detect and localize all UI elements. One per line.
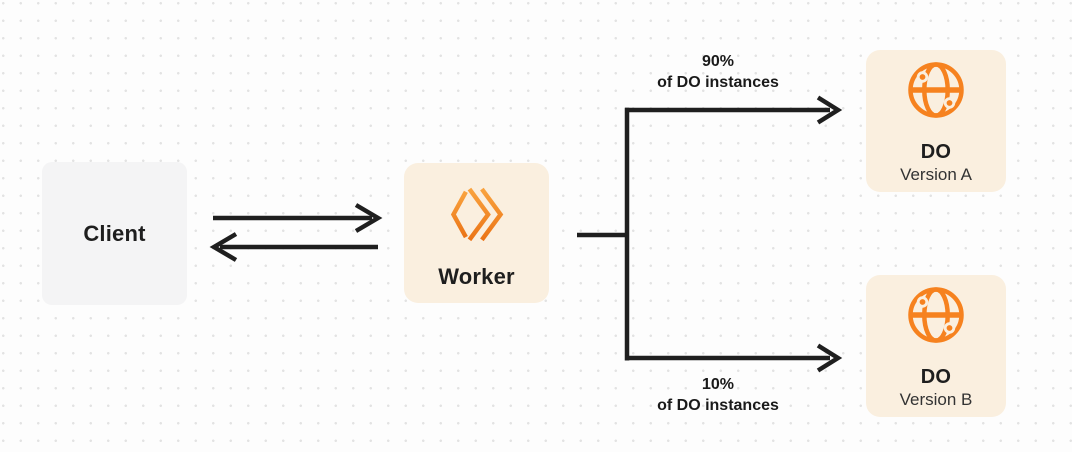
- do-version-b-node: DO Version B: [866, 275, 1006, 417]
- bottom-branch-label: 10% of DO instances: [618, 374, 818, 416]
- do-b-subtitle: Version B: [899, 390, 973, 409]
- bottom-branch-caption: of DO instances: [657, 397, 779, 414]
- do-a-title: DO: [920, 141, 952, 163]
- client-node: Client: [42, 162, 187, 305]
- bottom-branch-percent: 10%: [701, 376, 735, 393]
- top-branch-label: 90% of DO instances: [618, 51, 818, 93]
- bottom-branch-arrow: [625, 343, 843, 373]
- worker-to-client-arrow: [209, 232, 378, 262]
- top-branch-percent: 90%: [701, 53, 735, 70]
- do-a-subtitle: Version A: [900, 165, 972, 184]
- top-branch-arrow: [625, 95, 843, 125]
- do-version-a-node: DO Version A: [866, 50, 1006, 192]
- workers-logo-icon: [449, 186, 505, 242]
- do-b-title: DO: [920, 366, 952, 388]
- top-branch-caption: of DO instances: [657, 74, 779, 91]
- client-label: Client: [83, 220, 146, 246]
- durable-object-globe-icon: [908, 62, 964, 118]
- worker-label: Worker: [438, 264, 515, 289]
- worker-node: Worker: [404, 163, 549, 303]
- client-to-worker-arrow: [213, 203, 383, 233]
- durable-object-globe-icon: [908, 287, 964, 343]
